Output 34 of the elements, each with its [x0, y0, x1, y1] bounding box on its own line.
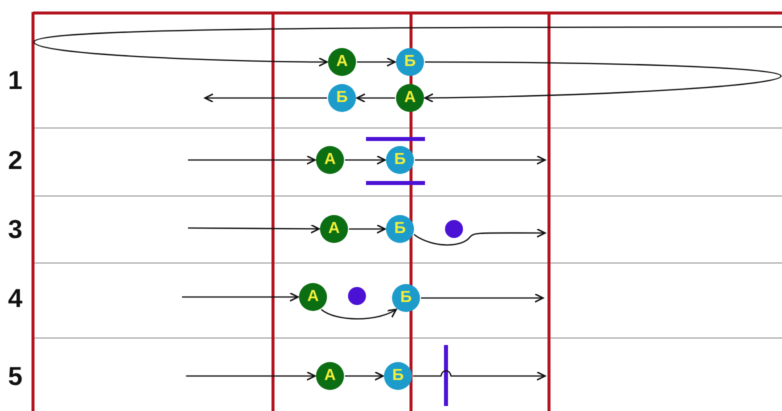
node-circle: Б [396, 48, 424, 76]
node-circle: А [316, 146, 344, 174]
node-circle: Б [384, 362, 412, 390]
node-circle: А [396, 84, 424, 112]
row-number: 3 [8, 216, 22, 242]
arrow [204, 93, 327, 103]
arrow [349, 224, 386, 234]
arrow [188, 224, 320, 234]
arrow [415, 155, 546, 165]
row-number: 1 [8, 67, 22, 93]
node-circle: А [299, 283, 327, 311]
node-circle: А [320, 215, 348, 243]
node-circle: Б [386, 215, 414, 243]
row-number: 5 [8, 363, 22, 389]
row-number: 2 [8, 147, 22, 173]
arrow [33, 26, 782, 67]
node-circle: А [328, 48, 356, 76]
row-number: 4 [8, 285, 22, 311]
arrow [356, 93, 395, 103]
node-circle: Б [328, 84, 356, 112]
node-circle: Б [392, 284, 420, 312]
arrow [413, 370, 546, 381]
arrow [357, 57, 396, 67]
arrow [424, 61, 782, 103]
arrow [320, 308, 397, 320]
arrow [186, 371, 316, 381]
node-circle: Б [386, 146, 414, 174]
arrow [182, 292, 299, 302]
arrow [345, 155, 386, 165]
arrow [345, 371, 384, 381]
node-circle: А [316, 362, 344, 390]
arrow [414, 228, 546, 246]
arrow [421, 293, 544, 303]
arrow [188, 155, 316, 165]
